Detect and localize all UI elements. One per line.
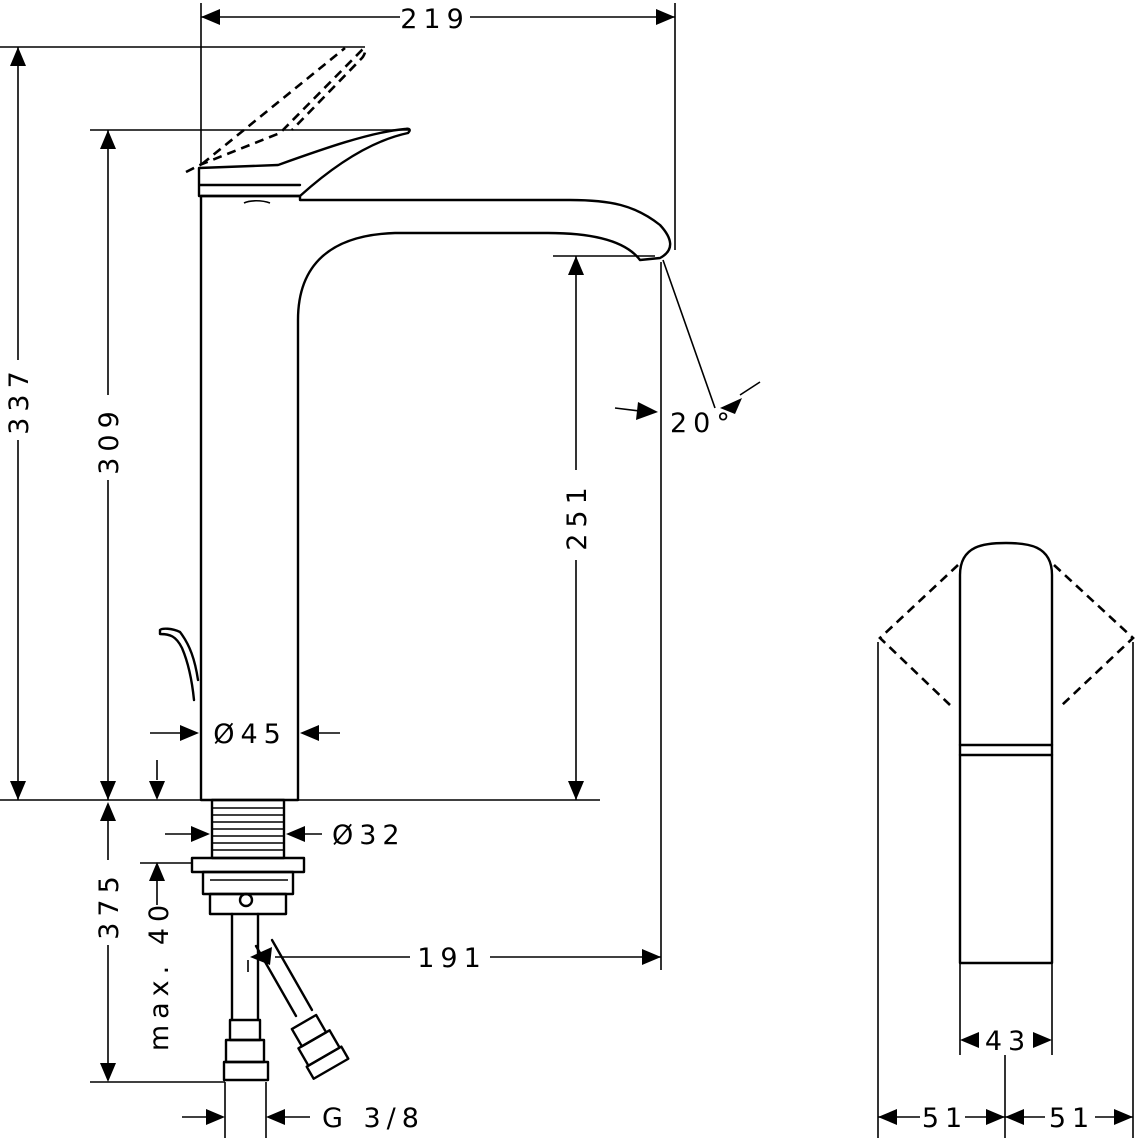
dim-body-diameter: Ø45 [213,719,287,750]
dim-spout-reach: 191 [417,943,487,974]
dim-total-height: 337 [4,365,35,435]
dim-total-width: 219 [400,4,470,35]
faucet-front-view [877,541,1135,1138]
dim-lever-width: 43 [985,1026,1031,1057]
dim-spout-height: 251 [562,481,593,551]
dim-shank-length: 375 [94,870,125,940]
dim-rotation-left: 51 [922,1103,968,1134]
dimension-lines [0,3,761,1138]
dim-connection: G 3/8 [322,1103,425,1134]
dim-body-height: 309 [94,405,125,475]
dim-shank-diameter: Ø32 [332,820,406,851]
dim-max-thickness: max. 40 [144,899,175,1051]
dim-spout-angle: 20° [670,408,736,439]
dim-rotation-right: 51 [1049,1103,1095,1134]
faucet-side-view [158,3,672,1082]
shank-thread-lines [212,807,284,851]
